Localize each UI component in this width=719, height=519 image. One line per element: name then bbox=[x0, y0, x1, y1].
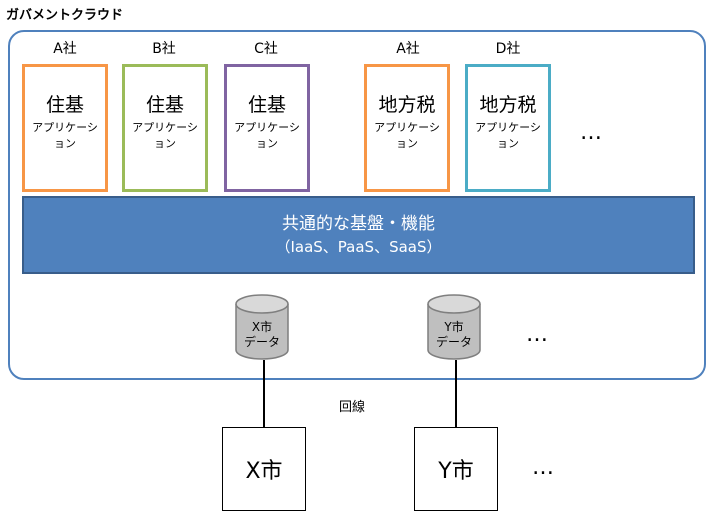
app-sub-label: アプリケーション bbox=[132, 121, 198, 150]
apps-ellipsis: … bbox=[580, 120, 604, 145]
database-caption: データ bbox=[243, 335, 280, 349]
app-sub-label: アプリケーション bbox=[234, 121, 300, 150]
app-name: 地方税 bbox=[479, 94, 537, 116]
app-sub-label: アプリケーション bbox=[374, 121, 440, 150]
platform-title: 共通的な基盤・機能 bbox=[282, 214, 435, 234]
database-cylinder-icon bbox=[235, 294, 289, 360]
app-box-d-chihouzei: 地方税 アプリケーション bbox=[465, 64, 551, 192]
company-label: A社 bbox=[53, 41, 77, 57]
app-name: 住基 bbox=[145, 94, 184, 116]
connector-line-x bbox=[263, 360, 265, 428]
platform-subtitle: （IaaS、PaaS、SaaS） bbox=[275, 238, 442, 256]
city-box-y: Y市 bbox=[414, 427, 498, 511]
database-caption: データ bbox=[435, 335, 472, 349]
app-box-a-juki: 住基 アプリケーション bbox=[22, 64, 108, 192]
app-sub-label: アプリケーション bbox=[32, 121, 98, 150]
cities-ellipsis: … bbox=[532, 455, 556, 480]
company-label: B社 bbox=[152, 41, 176, 57]
database-label: Y市 データ bbox=[426, 320, 482, 350]
cloud-frame bbox=[8, 30, 706, 380]
databases-ellipsis: … bbox=[526, 322, 550, 347]
app-name: 住基 bbox=[247, 94, 286, 116]
city-box-x: X市 bbox=[222, 427, 306, 511]
company-label: D社 bbox=[495, 41, 521, 57]
company-label: A社 bbox=[396, 41, 420, 57]
app-box-c-juki: 住基 アプリケーション bbox=[224, 64, 310, 192]
app-box-a-chihouzei: 地方税 アプリケーション bbox=[364, 64, 450, 192]
connector-line-y bbox=[455, 360, 457, 428]
app-name: 住基 bbox=[45, 94, 84, 116]
network-label: 回線 bbox=[339, 400, 366, 415]
common-platform-bar: 共通的な基盤・機能 （IaaS、PaaS、SaaS） bbox=[22, 196, 695, 274]
cloud-title: ガバメントクラウド bbox=[6, 8, 124, 23]
database-city: X市 bbox=[251, 320, 273, 334]
company-label: C社 bbox=[254, 41, 278, 57]
app-name: 地方税 bbox=[378, 94, 436, 116]
database-city: Y市 bbox=[444, 320, 464, 334]
app-box-b-juki: 住基 アプリケーション bbox=[122, 64, 208, 192]
database-label: X市 データ bbox=[234, 320, 290, 350]
database-cylinder-icon bbox=[427, 294, 481, 360]
app-sub-label: アプリケーション bbox=[475, 121, 541, 150]
